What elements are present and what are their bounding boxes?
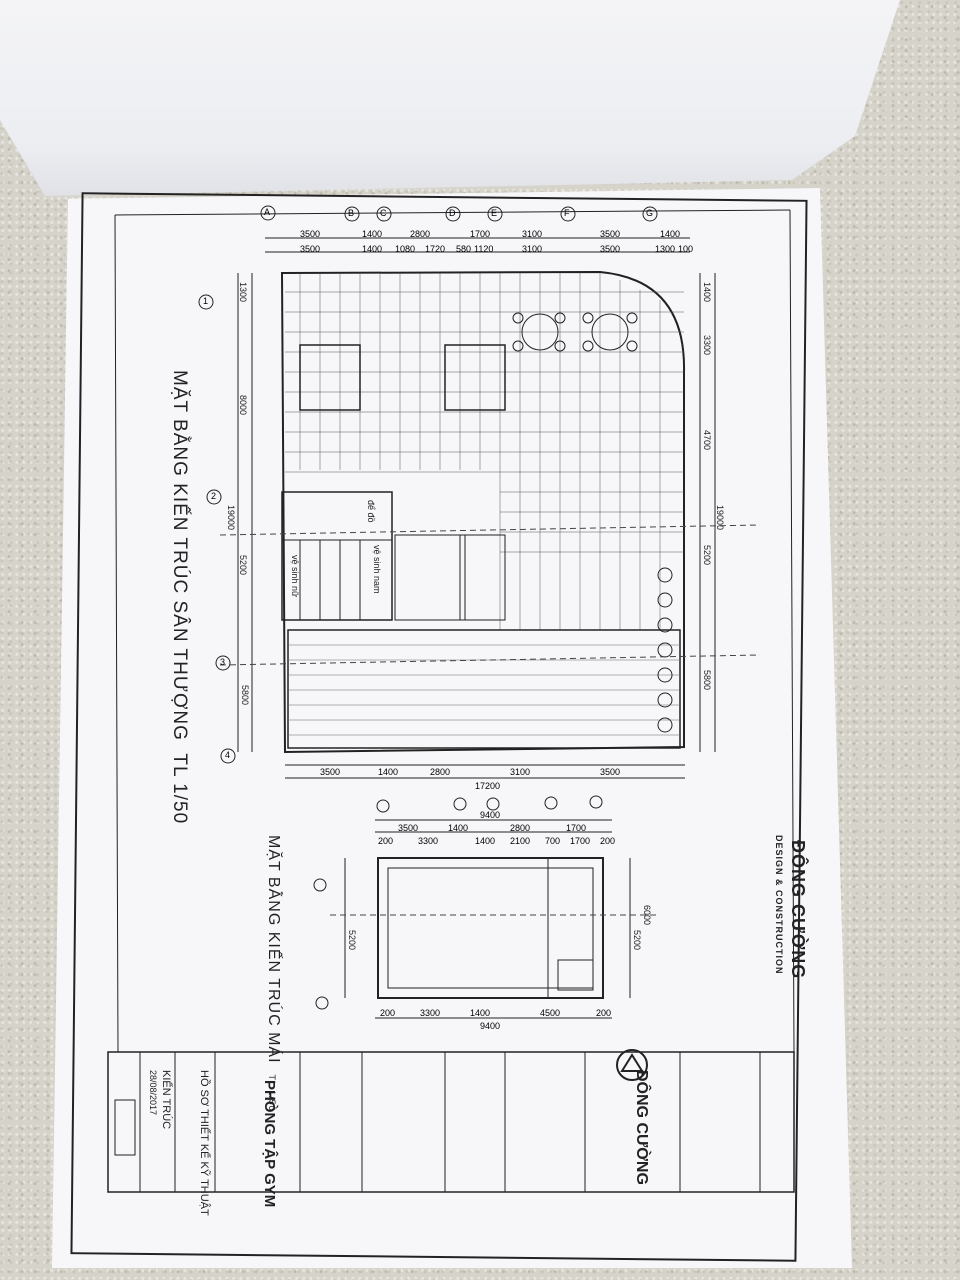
roof-dim-top2-4: 2100 bbox=[510, 836, 531, 846]
axis-label-1: 1 bbox=[203, 296, 209, 306]
roof-dim-top2-7: 200 bbox=[600, 836, 616, 846]
dim-top2-6: 1120 bbox=[474, 244, 494, 254]
dim-bot-3: 2800 bbox=[430, 767, 451, 777]
dim-right-4: 19000 bbox=[715, 505, 725, 531]
dim-top2-3: 1080 bbox=[395, 244, 416, 254]
axis-label-3: 3 bbox=[220, 657, 226, 667]
roof-title: MẶT BẰNG KIẾN TRÚC MÁI TL 1/50 bbox=[264, 835, 282, 1112]
dim-top-3: 2800 bbox=[410, 229, 431, 239]
dim-left-4: 5800 bbox=[240, 685, 250, 706]
company-brand: ĐÔNG CƯỜNG bbox=[788, 840, 808, 980]
axis-label-d: D bbox=[449, 208, 456, 218]
dim-top2-1: 3500 bbox=[300, 244, 321, 254]
project-name: PHÒNG TẬP GYM bbox=[261, 1080, 278, 1208]
dim-top2-7: 3100 bbox=[522, 244, 543, 254]
room-label-female-wc: vệ sinh nữ bbox=[290, 555, 300, 598]
roof-dim-right-1: 6000 bbox=[642, 905, 652, 926]
roof-dim-top2-3: 1400 bbox=[475, 836, 496, 846]
dim-bot-5: 3500 bbox=[600, 767, 621, 777]
dim-bot-2: 1400 bbox=[378, 767, 399, 777]
dim-right-3: 4700 bbox=[702, 430, 712, 451]
roof-dim-top-1: 3500 bbox=[398, 823, 419, 833]
roof-dim-top2-6: 1700 bbox=[570, 836, 591, 846]
dim-bot-total: 17200 bbox=[475, 781, 501, 791]
dim-top-1: 3500 bbox=[300, 229, 321, 239]
roof-dim-total-top: 9400 bbox=[480, 810, 501, 820]
dim-top2-10: 100 bbox=[678, 244, 694, 254]
roof-dim-left: 5200 bbox=[347, 930, 357, 951]
dim-right-2: 3300 bbox=[702, 335, 712, 356]
axis-label-e: E bbox=[491, 208, 498, 218]
roof-terrace-title: MẶT BẰNG KIẾN TRÚC SÂN THƯỢNG TL 1/50 bbox=[168, 370, 190, 824]
roof-dim-top2-5: 700 bbox=[545, 836, 561, 846]
axis-label-f: F bbox=[564, 208, 570, 218]
roof-dim-bot-2: 3300 bbox=[420, 1008, 441, 1018]
dim-bot-4: 3100 bbox=[510, 767, 531, 777]
doc-category: KIẾN TRÚC bbox=[160, 1070, 172, 1130]
dim-bot-1: 3500 bbox=[320, 767, 341, 777]
dim-top-6: 3500 bbox=[600, 229, 621, 239]
dim-top-2: 1400 bbox=[362, 229, 383, 239]
axis-label-c: C bbox=[380, 208, 387, 218]
roof-dim-bot-1: 200 bbox=[380, 1008, 396, 1018]
room-label-male-wc: vệ sinh nam bbox=[372, 545, 382, 594]
dim-left-2: 8000 bbox=[238, 395, 248, 416]
dim-left-total: 19000 bbox=[226, 505, 236, 531]
axis-label-b: B bbox=[348, 208, 355, 218]
room-label-storage: để đồ bbox=[366, 500, 376, 523]
dim-top2-9: 1300 bbox=[655, 244, 676, 254]
dim-top2-8: 3500 bbox=[600, 244, 621, 254]
axis-label-4: 4 bbox=[225, 750, 231, 760]
roof-dim-top-4: 1700 bbox=[566, 823, 587, 833]
dim-top-5: 3100 bbox=[522, 229, 543, 239]
dim-top-4: 1700 bbox=[470, 229, 491, 239]
turned-page bbox=[0, 0, 900, 196]
roof-dim-top-2: 1400 bbox=[448, 823, 469, 833]
doc-date: 28/08/2017 bbox=[148, 1070, 158, 1116]
dim-top2-2: 1400 bbox=[362, 244, 383, 254]
company-name-block: ĐÔNG CƯỜNG bbox=[633, 1070, 650, 1185]
roof-dim-total-bot: 9400 bbox=[480, 1021, 501, 1031]
roof-terrace-scale: TL 1/50 bbox=[169, 753, 190, 825]
axis-label-2: 2 bbox=[211, 491, 217, 501]
roof-dim-top-3: 2800 bbox=[510, 823, 531, 833]
dim-right-5: 5200 bbox=[702, 545, 712, 566]
drawing-sheet bbox=[52, 188, 852, 1268]
company-logo bbox=[616, 1049, 648, 1081]
axis-label-a: A bbox=[264, 207, 271, 217]
roof-dim-bot-3: 1400 bbox=[470, 1008, 491, 1018]
dim-right-6: 5800 bbox=[702, 670, 712, 691]
roof-dim-bot-4: 4500 bbox=[540, 1008, 561, 1018]
roof-title-text: MẶT BẰNG KIẾN TRÚC MÁI bbox=[265, 835, 282, 1064]
dim-left-3: 5200 bbox=[238, 555, 248, 576]
doc-type: HỒ SƠ THIẾT KẾ KỸ THUẬT bbox=[198, 1070, 210, 1216]
roof-dim-bot-5: 200 bbox=[596, 1008, 612, 1018]
dim-top-7: 1400 bbox=[660, 229, 681, 239]
dim-top2-5: 580 bbox=[456, 244, 472, 254]
axis-label-g: G bbox=[646, 208, 654, 218]
roof-terrace-title-text: MẶT BẰNG KIẾN TRÚC SÂN THƯỢNG bbox=[169, 370, 190, 741]
roof-dim-top2-1: 200 bbox=[378, 836, 394, 846]
company-tagline: DESIGN & CONSTRUCTION bbox=[774, 835, 784, 975]
dim-right-1: 1400 bbox=[702, 282, 712, 303]
dim-left-1: 1300 bbox=[238, 282, 248, 303]
roof-dim-right-2: 5200 bbox=[632, 930, 642, 951]
roof-dim-top2-2: 3300 bbox=[418, 836, 439, 846]
dim-top2-4: 1720 bbox=[425, 244, 446, 254]
